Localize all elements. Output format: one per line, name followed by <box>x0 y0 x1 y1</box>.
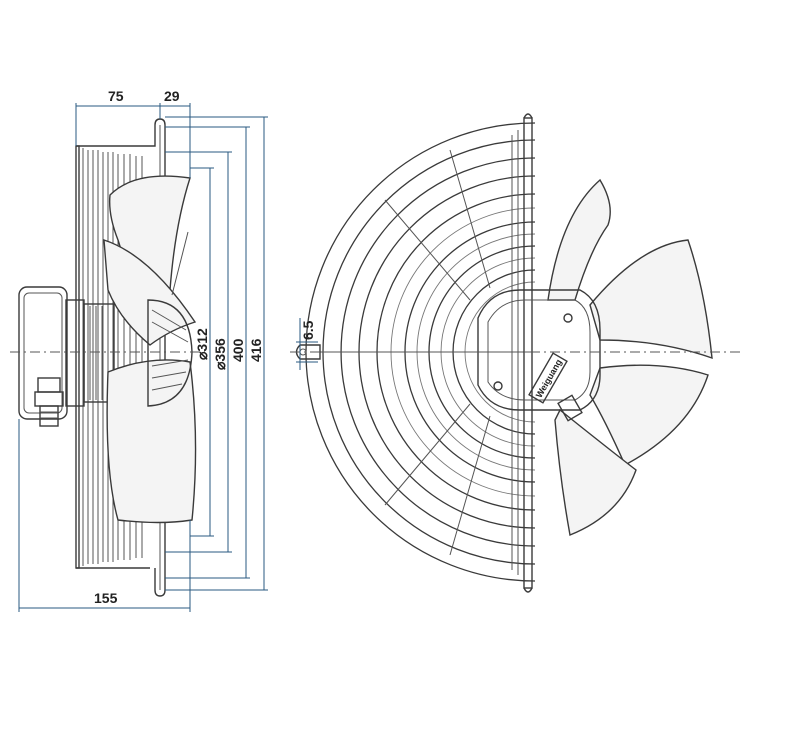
side-dimensions <box>18 103 268 612</box>
front-guard <box>295 113 536 593</box>
side-motor <box>18 286 115 427</box>
dim-312-label: ⌀312 <box>194 328 210 360</box>
dim-155-label: 155 <box>94 590 118 606</box>
dim-6-5-label: 6.5 <box>300 320 316 340</box>
dim-416-label: 416 <box>248 338 264 362</box>
front-blades <box>547 178 713 536</box>
dim-356-label: ⌀356 <box>212 338 228 370</box>
side-blades <box>103 175 197 524</box>
side-view: 75 29 155 ⌀312 ⌀356 400 416 <box>10 88 268 612</box>
front-view: Weiguang 6.5 <box>290 113 740 593</box>
front-hub: Weiguang <box>477 289 601 422</box>
dim-400-label: 400 <box>230 338 246 362</box>
dim-75-label: 75 <box>108 88 124 104</box>
dim-29-label: 29 <box>164 88 180 104</box>
